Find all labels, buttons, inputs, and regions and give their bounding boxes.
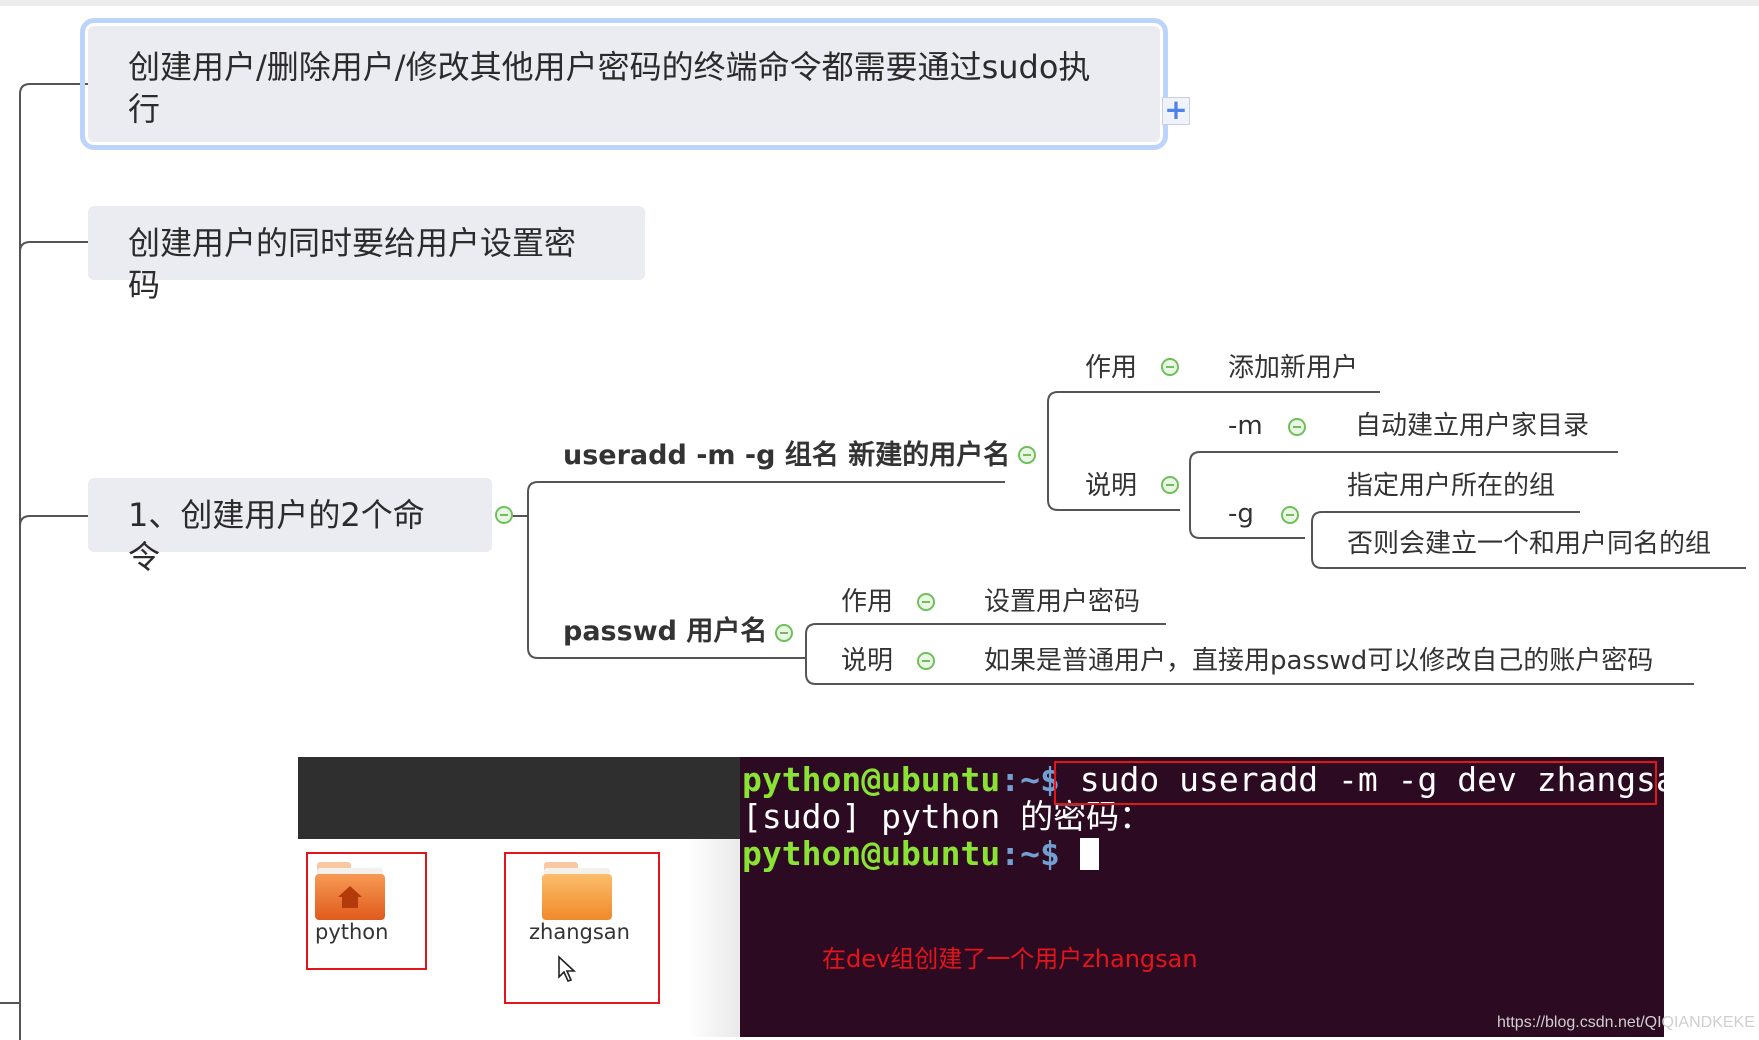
zhangsan-folder-highlight xyxy=(504,852,660,1004)
zhangsan-folder-name[interactable]: zhangsan xyxy=(529,920,630,944)
terminal-prompt-user: python@ubuntu xyxy=(742,834,1001,873)
mouse-cursor-icon xyxy=(558,955,577,982)
collapse-icon[interactable] xyxy=(1018,446,1036,464)
watermark: https://blog.csdn.net/QIQIANDKEKE xyxy=(1497,1014,1755,1031)
useradd-purpose-label[interactable]: 作用 xyxy=(1085,353,1138,383)
top-edge-bar xyxy=(0,0,1759,6)
collapse-icon[interactable] xyxy=(917,652,935,670)
terminal-line-1: python@ubuntu:~$ sudo useradd -m -g dev … xyxy=(742,761,1696,798)
terminal-prompt-user: python@ubuntu xyxy=(742,760,1001,799)
m-flag-desc[interactable]: 自动建立用户家目录 xyxy=(1355,411,1590,441)
passwd-desc-label[interactable]: 说明 xyxy=(841,646,894,676)
g-flag-desc-1[interactable]: 指定用户所在的组 xyxy=(1347,471,1556,501)
passwd-purpose-label[interactable]: 作用 xyxy=(841,587,894,617)
collapse-icon[interactable] xyxy=(495,506,513,524)
terminal-cursor xyxy=(1079,838,1099,870)
passwd-command-label[interactable]: passwd 用户名 xyxy=(563,616,768,647)
collapse-icon[interactable] xyxy=(1161,476,1179,494)
node-sudo-note-line2: 行 xyxy=(128,90,161,128)
collapse-icon[interactable] xyxy=(1281,506,1299,524)
node-password-note[interactable]: 创建用户的同时要给用户设置密码 xyxy=(88,206,645,304)
useradd-purpose-value[interactable]: 添加新用户 xyxy=(1228,353,1359,383)
folder-icon[interactable] xyxy=(542,862,612,920)
useradd-desc-label[interactable]: 说明 xyxy=(1085,471,1138,501)
collapse-icon[interactable] xyxy=(917,593,935,611)
terminal-prompt-path: :~$ xyxy=(1000,834,1060,873)
useradd-command-label[interactable]: useradd -m -g 组名 新建的用户名 xyxy=(563,440,1011,471)
collapse-icon[interactable] xyxy=(1161,358,1179,376)
terminal-line-3: python@ubuntu:~$ xyxy=(742,835,1099,872)
python-folder-highlight xyxy=(306,852,427,970)
python-folder-name[interactable]: python xyxy=(315,920,389,944)
terminal-annotation: 在dev组创建了一个用户zhangsan xyxy=(822,945,1198,973)
terminal-command: sudo useradd -m -g dev zhangsan xyxy=(1079,760,1696,799)
command-highlight xyxy=(1054,761,1657,805)
terminal-prompt-path: :~$ xyxy=(1000,760,1060,799)
node-create-commands-text: 1、创建用户的2个命令 xyxy=(128,496,425,576)
collapse-icon[interactable] xyxy=(1288,418,1306,436)
g-flag-desc-2[interactable]: 否则会建立一个和用户同名的组 xyxy=(1347,529,1712,559)
node-password-note-text: 创建用户的同时要给用户设置密码 xyxy=(128,224,577,304)
collapse-icon[interactable] xyxy=(775,624,793,642)
g-flag-label[interactable]: -g xyxy=(1228,499,1254,529)
passwd-desc-value[interactable]: 如果是普通用户，直接用passwd可以修改自己的账户密码 xyxy=(984,646,1654,676)
terminal-line-2: [sudo] python 的密码： xyxy=(742,797,1153,836)
node-sudo-note-line1: 创建用户/删除用户/修改其他用户密码的终端命令都需要通过sudo执 xyxy=(128,48,1091,86)
terminal-window[interactable]: python@ubuntu:~$ sudo useradd -m -g dev … xyxy=(740,757,1696,1037)
node-create-commands[interactable]: 1、创建用户的2个命令 xyxy=(88,478,492,576)
m-flag-label[interactable]: -m xyxy=(1228,411,1263,441)
home-folder-icon[interactable] xyxy=(315,862,385,920)
file-manager-toolbar xyxy=(298,757,740,839)
passwd-purpose-value[interactable]: 设置用户密码 xyxy=(984,587,1141,617)
node-sudo-note[interactable]: 创建用户/删除用户/修改其他用户密码的终端命令都需要通过sudo执 行 xyxy=(80,18,1168,150)
expand-plus-icon[interactable]: + xyxy=(1162,96,1190,125)
